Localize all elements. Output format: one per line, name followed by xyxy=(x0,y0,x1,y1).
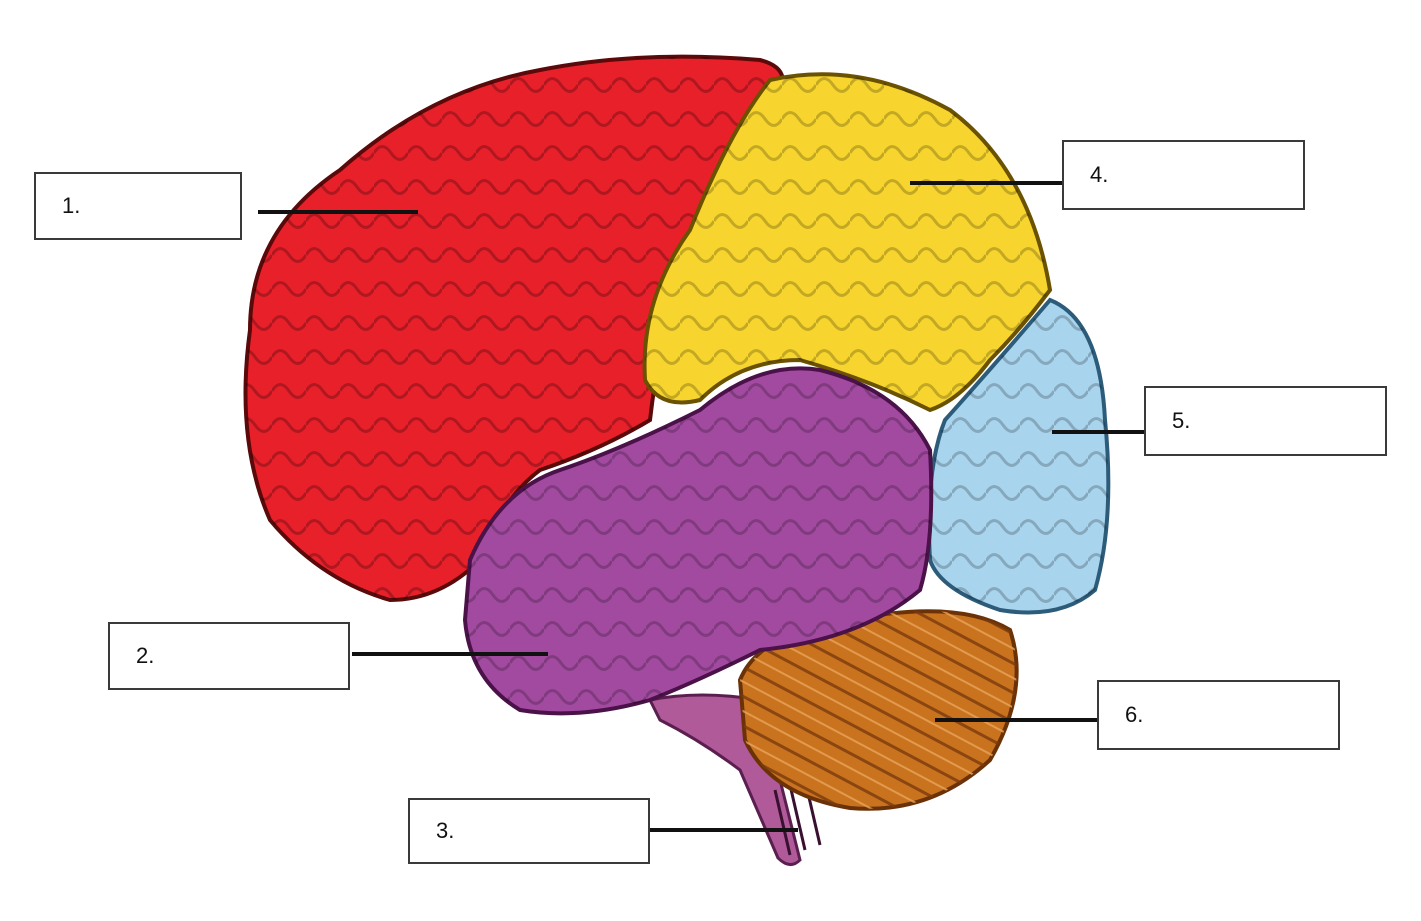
label-box-6[interactable]: 6. xyxy=(1097,680,1340,750)
label-number-6: 6. xyxy=(1125,702,1144,727)
label-box-2[interactable]: 2. xyxy=(108,622,350,690)
label-number-4: 4. xyxy=(1090,162,1109,187)
label-box-1[interactable]: 1. xyxy=(34,172,242,240)
label-number-3: 3. xyxy=(436,818,455,843)
label-box-4[interactable]: 4. xyxy=(1062,140,1305,210)
label-box-5[interactable]: 5. xyxy=(1144,386,1387,456)
label-number-5: 5. xyxy=(1172,408,1191,433)
label-number-2: 2. xyxy=(136,643,155,668)
label-number-1: 1. xyxy=(62,193,81,218)
label-box-3[interactable]: 3. xyxy=(408,798,650,864)
